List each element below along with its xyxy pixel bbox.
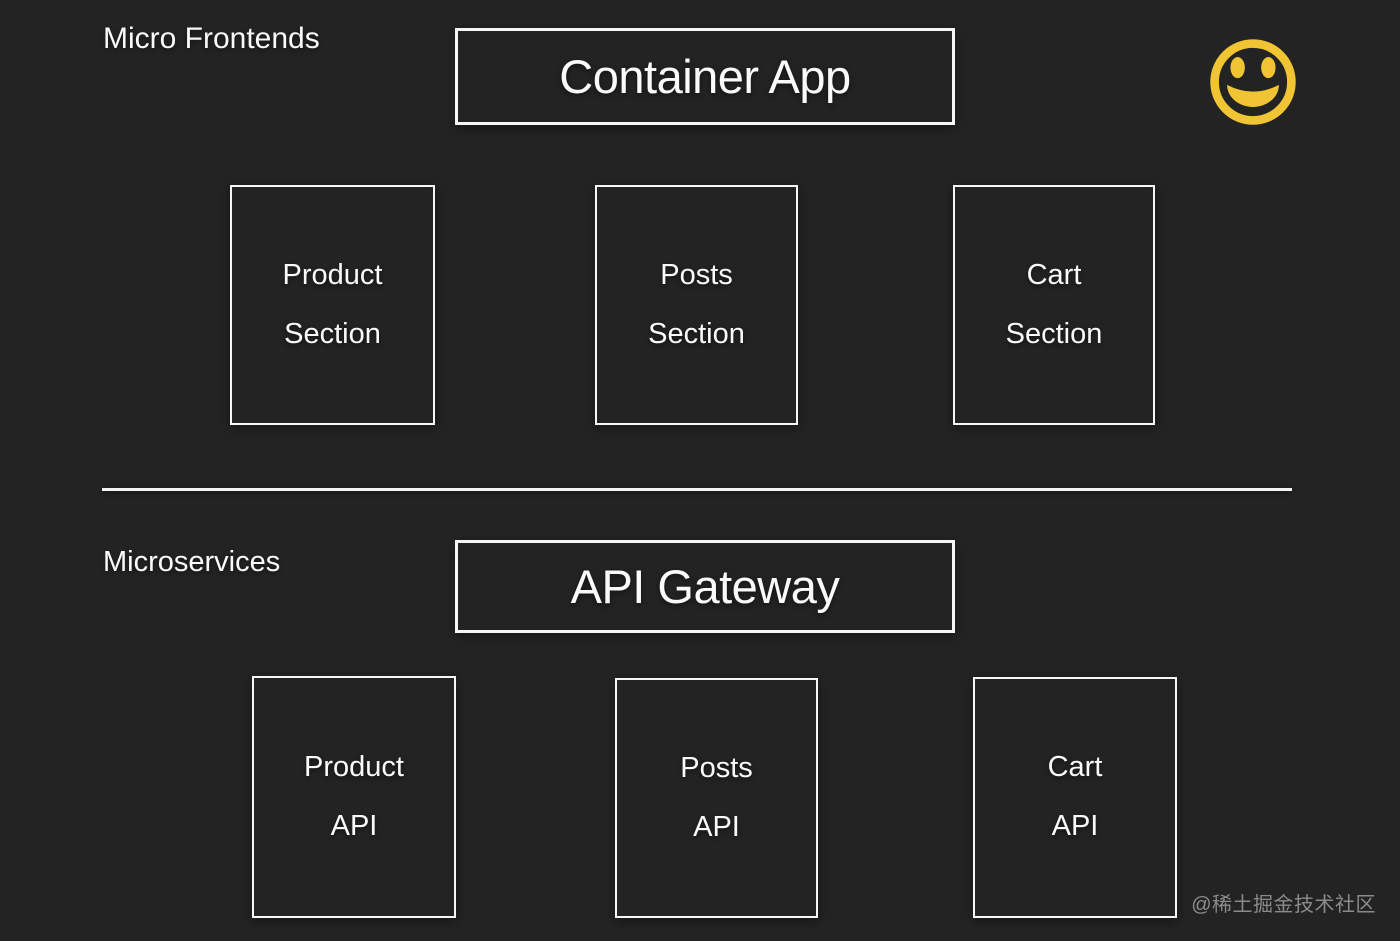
microservices-label: Microservices [103,546,281,578]
posts-api-line1: Posts [680,751,753,784]
product-api-box: Product API [252,676,456,918]
posts-api-box: Posts API [615,678,818,918]
product-api-line2: API [330,809,378,842]
smiley-mouth [1227,84,1279,107]
smiley-left-eye [1230,57,1245,79]
cart-api-box: Cart API [973,677,1177,918]
smiley-face-outline [1210,39,1296,125]
product-api-line1: Product [304,750,404,783]
container-app-box: Container App [455,28,955,125]
posts-api-line2: API [693,810,740,843]
micro-frontends-label: Micro Frontends [103,22,320,55]
posts-section-line1: Posts [660,258,733,291]
api-gateway-label: API Gateway [570,560,840,613]
smiley-right-eye [1261,57,1276,79]
section-divider-line [102,488,1292,491]
cart-api-line2: API [1051,810,1099,842]
product-section-line2: Section [284,317,381,350]
api-gateway-box: API Gateway [455,540,955,633]
product-section-box: Product Section [230,185,435,425]
cart-section-line1: Cart [1026,258,1082,291]
watermark-text: @稀土掘金技术社区 [1191,894,1376,916]
product-section-line1: Product [282,258,383,291]
cart-section-line2: Section [1005,317,1103,350]
posts-section-line2: Section [648,317,745,350]
smiley-face-icon [1210,39,1296,125]
cart-api-line1: Cart [1047,751,1103,784]
posts-section-box: Posts Section [595,185,798,425]
cart-section-box: Cart Section [953,185,1155,425]
container-app-label: Container App [559,50,851,103]
